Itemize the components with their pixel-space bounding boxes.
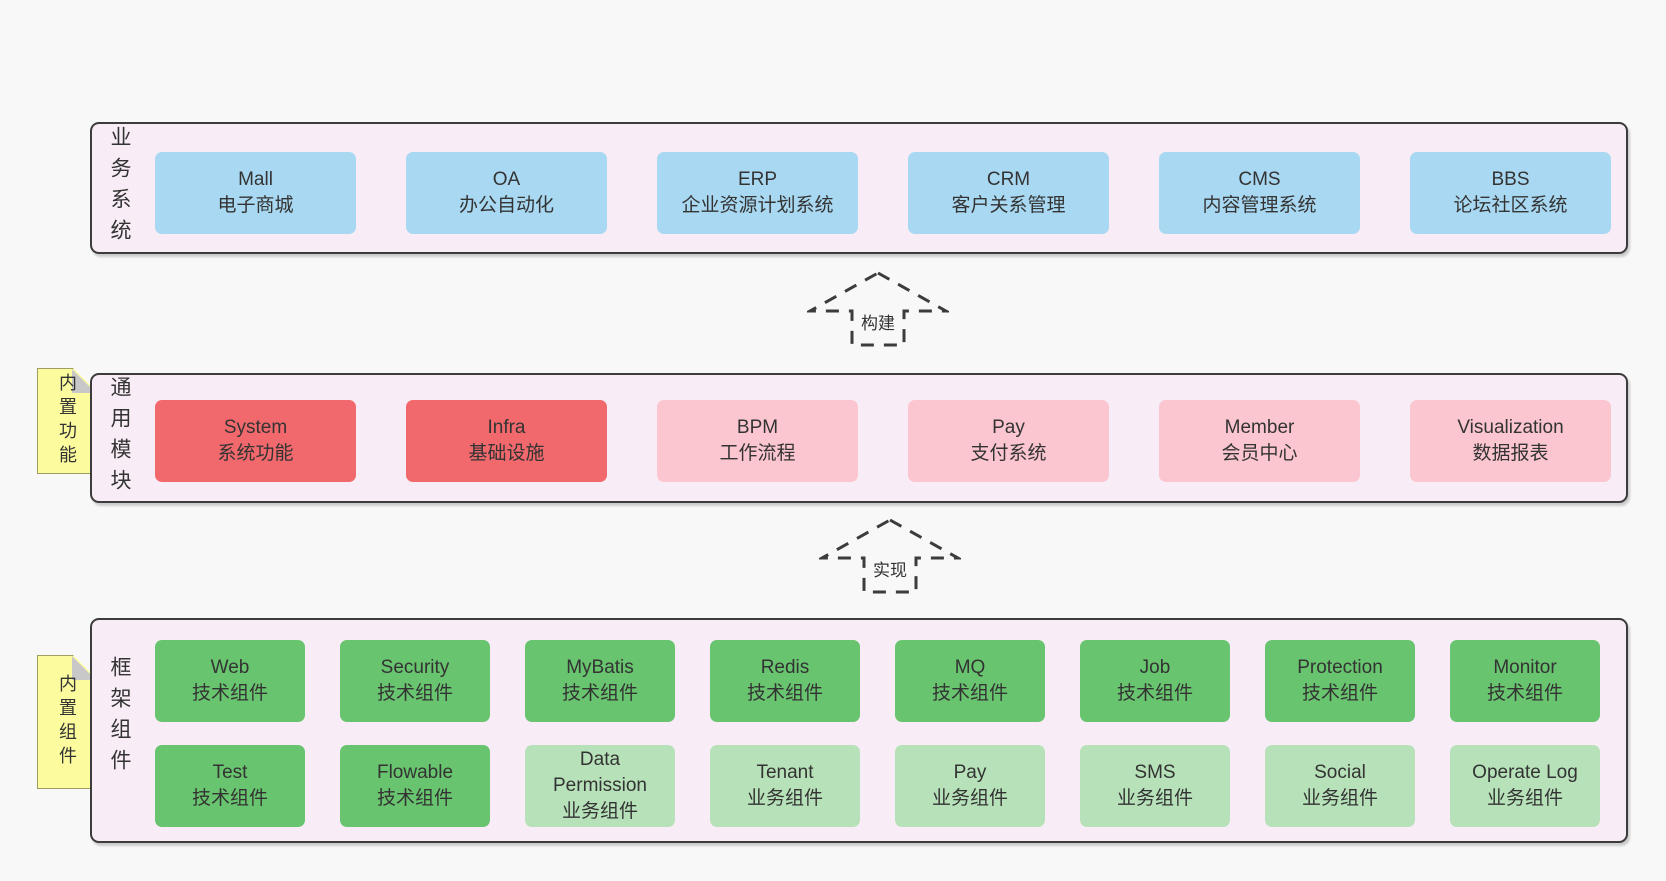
box-desc: 业务组件 [561,800,638,822]
box-name: SMS [1134,762,1176,784]
box-name: BPM [736,417,779,439]
box-name: Monitor [1493,657,1557,679]
note-built-in-features: 内置功能 [37,368,97,474]
box-desc: 系统功能 [217,443,294,464]
box-desc: 技术组件 [561,683,638,704]
box-desc: 支付系统 [970,443,1047,464]
box-name: Redis [760,657,810,679]
box-name: Test [212,762,248,784]
box-name: Security [380,657,450,679]
box-name: Flowable [376,762,454,784]
build-arrow-label: 构建 [807,309,949,334]
box-name: Visualization [1457,417,1564,439]
box-name: MyBatis [566,657,634,679]
box-desc: 技术组件 [376,683,453,704]
note-built-in-components-label: 内置组件 [57,674,77,770]
box-name: Mall [238,169,273,191]
build-arrow: 构建 [807,270,949,348]
layer-business-systems-label: 业务系统 [108,126,131,250]
box-name: Data Permission [553,749,647,797]
box-desc: 技术组件 [376,788,453,809]
box-name: BBS [1491,169,1530,191]
box-data-permission: Data Permission 业务组件 [525,745,675,827]
box-name: OA [492,169,521,191]
box-job: Job 技术组件 [1080,640,1230,722]
box-mq: MQ 技术组件 [895,640,1045,722]
box-system: System 系统功能 [155,400,356,482]
box-desc: 电子商城 [217,195,294,216]
box-desc: 业务组件 [1301,788,1378,809]
box-desc: 业务组件 [1486,788,1563,809]
box-pay: Pay 支付系统 [908,400,1109,482]
box-name: Pay [953,762,987,784]
layer-common-modules: 通用模块 System 系统功能 Infra 基础设施 BPM 工作流程 Pay… [90,373,1628,503]
box-desc: 业务组件 [1116,788,1193,809]
box-name: CMS [1238,169,1281,191]
box-name: Web [210,657,250,679]
layer-framework-components-label: 框架组件 [108,655,131,780]
box-name: MQ [954,657,986,679]
box-monitor: Monitor 技术组件 [1450,640,1600,722]
box-bpm: BPM 工作流程 [657,400,858,482]
box-desc: 技术组件 [1116,683,1193,704]
box-pay-component: Pay 业务组件 [895,745,1045,827]
box-name: Member [1224,417,1295,439]
box-tenant: Tenant 业务组件 [710,745,860,827]
box-flowable: Flowable 技术组件 [340,745,490,827]
box-name: Operate Log [1472,762,1578,784]
box-test: Test 技术组件 [155,745,305,827]
box-name: CRM [986,169,1031,191]
layer-business-systems: 业务系统 Mall 电子商城 OA 办公自动化 ERP 企业资源计划系统 CRM… [90,122,1628,254]
box-desc: 企业资源计划系统 [681,195,834,216]
box-erp: ERP 企业资源计划系统 [657,152,858,234]
box-infra: Infra 基础设施 [406,400,607,482]
box-desc: 数据报表 [1472,443,1549,464]
box-desc: 技术组件 [931,683,1008,704]
box-desc: 论坛社区系统 [1453,195,1568,216]
box-crm: CRM 客户关系管理 [908,152,1109,234]
implement-arrow: 实现 [819,517,961,595]
box-oa: OA 办公自动化 [406,152,607,234]
box-member: Member 会员中心 [1159,400,1360,482]
box-cms: CMS 内容管理系统 [1159,152,1360,234]
box-name: Protection [1297,657,1383,679]
box-redis: Redis 技术组件 [710,640,860,722]
box-visualization: Visualization 数据报表 [1410,400,1611,482]
box-desc: 工作流程 [719,443,796,464]
note-built-in-components: 内置组件 [37,655,97,789]
box-web: Web 技术组件 [155,640,305,722]
box-operate-log: Operate Log 业务组件 [1450,745,1600,827]
box-name: Pay [992,417,1025,439]
box-name: System [223,417,288,439]
box-mybatis: MyBatis 技术组件 [525,640,675,722]
box-name: Social [1314,762,1366,784]
box-security: Security 技术组件 [340,640,490,722]
box-mall: Mall 电子商城 [155,152,356,234]
layer-framework-components: 框架组件 Web 技术组件 Security 技术组件 MyBatis 技术组件… [90,618,1628,843]
box-name: Job [1139,657,1171,679]
box-desc: 基础设施 [468,443,545,464]
layer-common-modules-label: 通用模块 [108,376,131,500]
box-desc: 业务组件 [931,788,1008,809]
box-desc: 技术组件 [191,788,268,809]
box-desc: 业务组件 [746,788,823,809]
box-desc: 内容管理系统 [1202,195,1317,216]
box-desc: 办公自动化 [458,195,554,216]
box-name: ERP [737,169,778,191]
box-protection: Protection 技术组件 [1265,640,1415,722]
implement-arrow-label: 实现 [819,556,961,581]
box-desc: 技术组件 [746,683,823,704]
box-desc: 技术组件 [1301,683,1378,704]
box-desc: 客户关系管理 [951,195,1066,216]
box-desc: 技术组件 [1486,683,1563,704]
box-name: Tenant [756,762,814,784]
box-bbs: BBS 论坛社区系统 [1410,152,1611,234]
box-desc: 会员中心 [1221,443,1298,464]
box-sms: SMS 业务组件 [1080,745,1230,827]
box-social: Social 业务组件 [1265,745,1415,827]
box-name: Infra [487,417,526,439]
note-built-in-features-label: 内置功能 [57,373,77,469]
box-desc: 技术组件 [191,683,268,704]
